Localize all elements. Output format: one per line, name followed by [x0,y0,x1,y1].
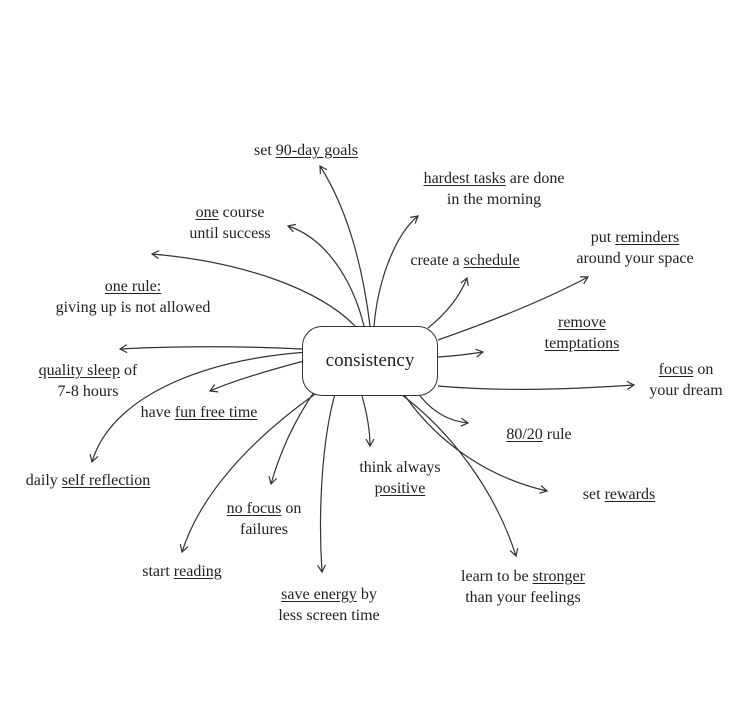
arrow-to-positive [361,395,375,448]
node-no-focus-line2: failures [240,521,288,538]
node-80-20-rule: 80/20 rule [494,424,584,445]
node-positive-line1: think always [359,459,441,476]
arrow-to-fun [208,360,305,393]
arrow-to-sleep [118,344,303,354]
node-create-schedule: create a schedule [390,250,540,271]
node-reading-prefix: start [142,563,174,580]
node-goals-key: 90-day goals [275,142,358,159]
node-remove-temptations: remove temptations [530,312,634,354]
node-one-rule: one rule: giving up is not allowed [36,276,230,318]
node-self-reflection-prefix: daily [25,472,62,489]
node-fun-free-time: have fun free time [124,402,274,423]
node-save-energy-line1: save energy by [256,584,402,605]
node-stronger-prefix: learn to be [461,568,533,585]
arrow-to-reading [179,391,319,554]
node-reminders-key: reminders [615,229,680,246]
node-start-reading: start reading [126,561,238,582]
node-reminders-line2: around your space [576,250,694,267]
node-sleep-suffix: of [119,362,138,379]
node-one-course-line2: until success [189,225,271,242]
node-focus-dream-key: focus [658,361,694,378]
node-hardest-suffix: are done [505,170,565,187]
node-hardest-line1: hardest tasks are done [400,168,588,189]
node-temptations-line2: temptations [544,335,620,352]
node-stronger-line1: learn to be stronger [438,566,608,587]
node-self-reflection-key: self reflection [61,472,151,489]
node-no-focus-line1: no focus on [210,498,318,519]
arrow-to-one-rule [150,250,356,327]
node-set-90-day-goals: set 90-day goals [232,140,380,161]
node-focus-on-dream: focus on your dream [636,359,736,401]
node-one-rule-line2: giving up is not allowed [55,299,211,316]
node-no-focus-failures: no focus on failures [210,498,318,540]
arrow-to-temptations [437,348,485,358]
node-daily-self-reflection: daily self reflection [10,470,166,491]
node-one-course-suffix: course [218,204,265,221]
node-focus-dream-line2: your dream [649,382,723,399]
node-think-positive: think always positive [344,457,456,499]
node-fun-key: fun free time [174,404,258,421]
arrow-to-stronger [397,391,519,558]
arrow-to-goals [319,164,371,327]
node-reminders-line1: put reminders [560,227,710,248]
node-schedule-key: schedule [463,252,520,269]
arrow-to-save-energy [317,393,336,574]
node-focus-dream-line1: focus on [636,359,736,380]
node-focus-dream-suffix: on [693,361,714,378]
arrow-to-reminders [437,276,590,341]
node-rewards-prefix: set [582,486,605,503]
node-save-energy-key: save energy [281,586,357,603]
arrow-to-rewards [404,395,549,494]
arrow-to-self-reflection [89,351,309,464]
arrow-to-one-course [286,223,365,327]
node-stronger-key: stronger [532,568,585,585]
node-save-energy-line2: less screen time [278,607,380,624]
node-stronger-line2: than your feelings [465,589,581,606]
node-save-energy-suffix: by [356,586,377,603]
node-goals-prefix: set [254,142,276,159]
node-sleep-line1: quality sleep of [20,360,156,381]
arrow-to-hardest [373,215,419,327]
node-one-course-line1: one course [170,202,290,223]
node-sleep-line2: 7-8 hours [57,383,119,400]
node-put-reminders: put reminders around your space [560,227,710,269]
arrow-to-focus-dream [437,380,636,390]
center-node-consistency: consistency [302,326,438,396]
node-schedule-prefix: create a [410,252,464,269]
arrow-to-schedule [427,276,469,329]
arrow-to-8020 [419,395,470,427]
node-save-energy: save energy by less screen time [256,584,402,626]
node-no-focus-suffix: on [281,500,302,517]
node-reminders-prefix: put [590,229,616,246]
node-set-rewards: set rewards [568,484,670,505]
node-one-rule-line1: one rule: [104,278,162,295]
arrow-to-no-focus [268,391,315,486]
node-rewards-key: rewards [604,486,656,503]
node-reading-key: reading [173,563,222,580]
node-positive-line2: positive [374,480,426,497]
node-quality-sleep: quality sleep of 7-8 hours [20,360,156,402]
node-hardest-line2: in the morning [446,191,542,208]
node-sleep-key: quality sleep [38,362,120,379]
node-temptations-line1: remove [558,314,606,331]
node-learn-stronger: learn to be stronger than your feelings [438,566,608,608]
node-hardest-tasks: hardest tasks are done in the morning [400,168,588,210]
node-one-course-key: one [195,204,219,221]
node-no-focus-key: no focus [226,500,282,517]
node-8020-key: 80/20 [506,426,543,443]
node-8020-suffix: rule [542,426,572,443]
node-hardest-key: hardest tasks [423,170,506,187]
node-one-course: one course until success [170,202,290,244]
node-fun-prefix: have [140,404,175,421]
